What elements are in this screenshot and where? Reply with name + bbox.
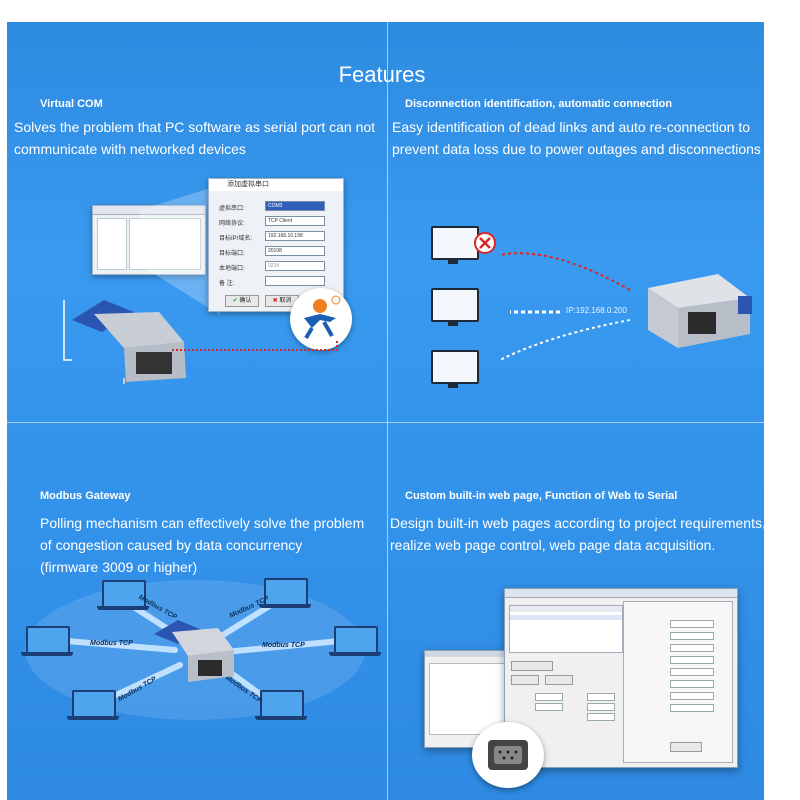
write-button[interactable] [545, 675, 573, 685]
laptop-icon [259, 578, 311, 608]
virtual-com-desc-1: Solves the problem that PC software as s… [14, 119, 376, 135]
zoom-beam [140, 185, 220, 315]
disconnect-desc-1: Easy identification of dead links and au… [392, 119, 751, 135]
disconnect-desc-2: prevent data loss due to power outages a… [392, 141, 761, 157]
add-virtual-port-dialog: 添加虚拟串口 虚拟串口: COM3 网络协议: TCP Client 目标IP/… [208, 178, 344, 312]
cancel-label: 取消 [279, 298, 292, 304]
modbus-link-label: Modbus TCP [262, 642, 305, 649]
settings-field[interactable] [670, 704, 714, 712]
brand-logo [290, 288, 352, 350]
config-field[interactable] [587, 703, 615, 711]
device-list [509, 605, 623, 653]
settings-field[interactable] [670, 644, 714, 652]
laptop-icon [329, 626, 381, 656]
disconnect-error-icon [474, 232, 496, 254]
db9-connector-icon [488, 740, 528, 770]
config-field[interactable] [587, 693, 615, 701]
field-label: 虚拟串口: [219, 206, 245, 212]
config-field[interactable] [535, 703, 563, 711]
serial-connector-badge [472, 722, 544, 788]
serial-module-image [72, 300, 186, 384]
remark-field[interactable] [265, 276, 325, 286]
page-title: Features [338, 62, 426, 87]
ok-label: 确认 [239, 298, 252, 304]
serial-tool-window [424, 650, 510, 748]
laptop-icon [97, 580, 149, 610]
pc-monitor [431, 226, 479, 264]
config-tool-window [504, 588, 738, 768]
modbus-desc-3: (firmware 3009 or higher) [40, 559, 198, 575]
disconnect-heading: Disconnection identification, automatic … [405, 98, 673, 110]
laptop-icon [21, 626, 73, 656]
vertical-divider [387, 22, 388, 800]
laptop-icon [255, 690, 307, 720]
webpage-desc-2: realize web page control, web page data … [390, 537, 716, 553]
settings-field[interactable] [670, 632, 714, 640]
pc-monitor [431, 288, 479, 326]
field-label: 本地端口: [219, 266, 245, 272]
modbus-heading: Modbus Gateway [40, 490, 131, 502]
ip-address-label: IP:192.168.0.200 [566, 306, 627, 315]
read-button[interactable] [511, 675, 539, 685]
settings-panel [623, 601, 733, 763]
webpage-heading: Custom built-in web page, Function of We… [405, 490, 678, 502]
field-label: 网络协议: [219, 221, 245, 227]
cancel-icon: ✖ [272, 298, 278, 304]
connection-dotted-line [63, 300, 338, 361]
settings-field[interactable] [670, 620, 714, 628]
ethernet-module-image [648, 274, 752, 348]
config-field[interactable] [535, 693, 563, 701]
cancel-button[interactable]: ✖ 取消 [265, 295, 299, 307]
field-label: 备 注: [219, 281, 235, 287]
settings-field[interactable] [670, 692, 714, 700]
field-label: 目标IP/域名: [219, 236, 253, 242]
dialog-title: 添加虚拟串口 [209, 179, 343, 191]
webpage-desc-1: Design built-in web pages according to p… [390, 515, 766, 531]
check-icon: ✔ [232, 298, 238, 304]
pc-monitor [431, 350, 479, 388]
modbus-link-label: Modbus TCP [90, 640, 133, 647]
search-device-button[interactable] [511, 661, 553, 671]
modbus-module-image [154, 620, 234, 682]
target-port-field[interactable]: 20108 [265, 246, 325, 256]
local-port-field[interactable]: 0234 [265, 261, 325, 271]
app-window-screenshot [92, 205, 206, 275]
virtual-port-select[interactable]: COM3 [265, 201, 325, 211]
settings-field[interactable] [670, 668, 714, 676]
ok-button[interactable]: ✔ 确认 [225, 295, 259, 307]
modbus-desc-2: of congestion caused by data concurrency [40, 537, 303, 553]
network-arcs [499, 252, 631, 361]
protocol-select[interactable]: TCP Client [265, 216, 325, 226]
virtual-com-heading: Virtual COM [40, 98, 103, 110]
virtual-com-desc-2: communicate with networked devices [14, 141, 246, 157]
settings-field[interactable] [670, 680, 714, 688]
target-ip-field[interactable]: 192.168.10.198 [265, 231, 325, 241]
save-params-button[interactable] [670, 742, 702, 752]
person-logo-icon [304, 295, 341, 340]
config-field[interactable] [587, 713, 615, 721]
laptop-icon [67, 690, 119, 720]
horizontal-divider [7, 422, 764, 423]
settings-field[interactable] [670, 656, 714, 664]
modbus-desc-1: Polling mechanism can effectively solve … [40, 515, 365, 531]
field-label: 目标端口: [219, 251, 245, 257]
